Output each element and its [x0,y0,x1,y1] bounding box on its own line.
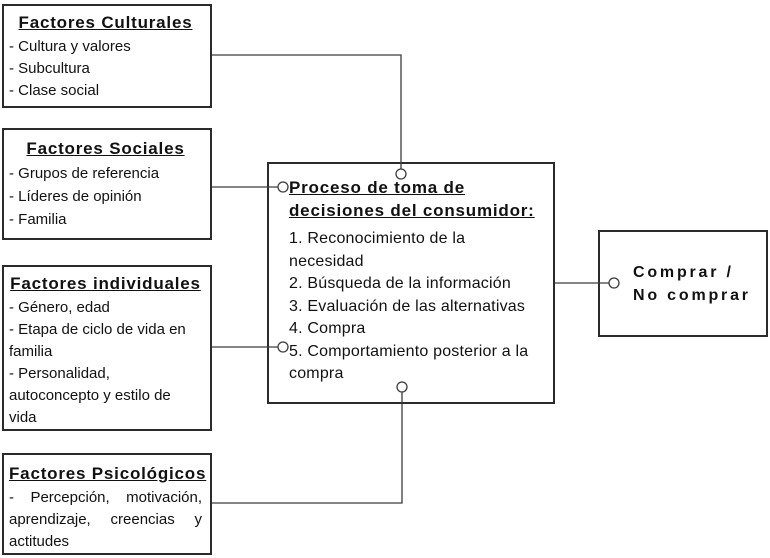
process-step: 1. Reconocimiento de la necesidad [289,230,466,270]
factor-box-individual: Factores individuales - Género, edad - E… [2,265,212,431]
factor-title-social: Factores Sociales [26,139,185,158]
factor-title-psychological: Factores Psicológicos [9,464,207,483]
outcome-line-2: No comprar [633,286,751,304]
factor-item: - Etapa de ciclo de vida en familia [9,321,186,360]
factor-item: - Subcultura [9,60,90,77]
factor-item: - Líderes de opinión [9,188,142,205]
factor-item: - Familia [9,211,67,228]
factor-item: - Género, edad [9,299,110,316]
process-step: 5. Comportamiento posterior a la compra [289,342,529,383]
process-title: Proceso de toma de decisiones del consum… [289,178,535,220]
factor-box-social: Factores Sociales - Grupos de referencia… [2,128,212,240]
process-step: 3. Evaluación de las alternativas [289,297,526,315]
process-step: 4. Compra [289,320,366,337]
outcome-box: Comprar / No comprar [598,230,768,337]
factor-item: - Grupos de referencia [9,165,160,182]
connector-psychological-line [212,392,403,504]
factor-item: - Cultura y valores [9,38,131,55]
factor-box-cultural: Factores Culturales - Cultura y valores … [2,4,212,108]
outcome-line-1: Comprar / [633,263,734,281]
process-box: Proceso de toma de decisiones del consum… [267,162,555,404]
connector-cultural-line [212,54,402,169]
factor-title-cultural: Factores Culturales [18,13,193,32]
factor-title-individual: Factores individuales [10,274,201,293]
factor-item: - Percepción, motivación, aprendizaje, c… [9,489,202,550]
process-step: 2. Búsqueda de la información [289,275,511,292]
factor-box-psychological: Factores Psicológicos - Percepción, moti… [2,453,212,555]
factor-item: - Personalidad, autoconcepto y estilo de… [9,365,171,426]
factor-item: - Clase social [9,82,100,99]
